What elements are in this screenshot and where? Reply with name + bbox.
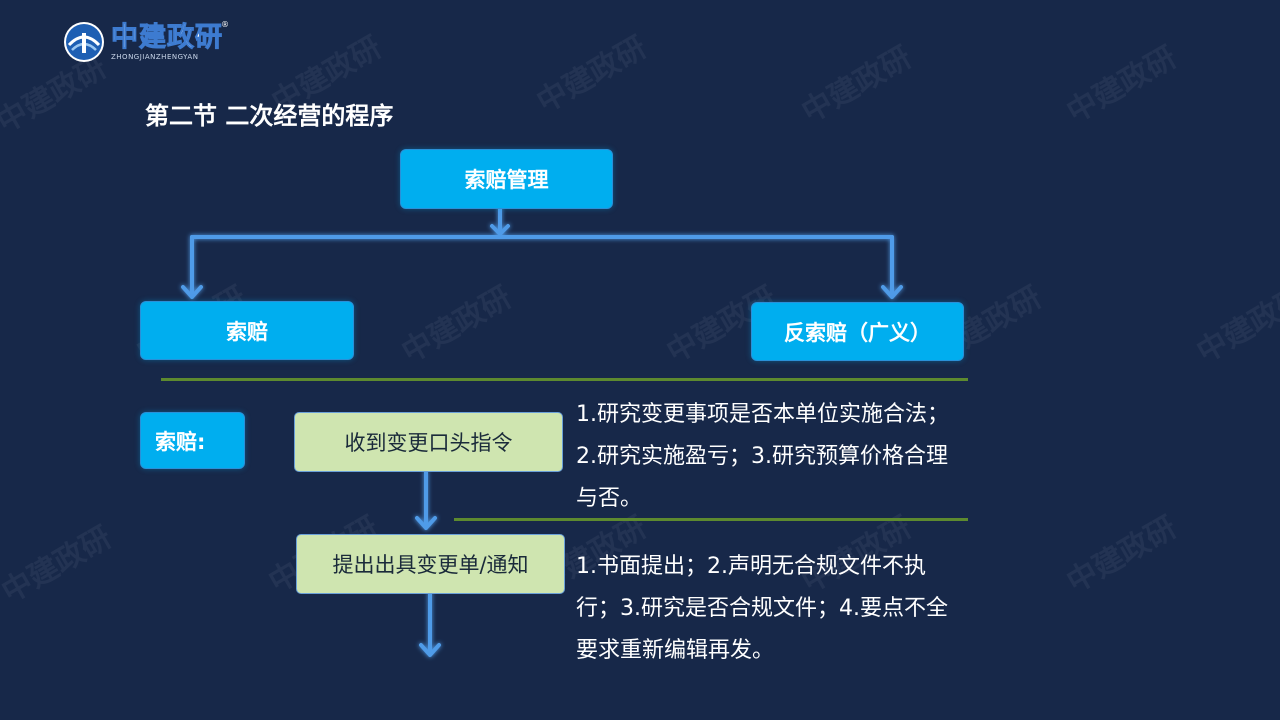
step-description-line: 2.研究实施盈亏；3.研究预算价格合理 — [576, 444, 948, 469]
step-description: 1.书面提出；2.声明无合规文件不执 行；3.研究是否合规文件；4.要点不全 要… — [576, 546, 986, 672]
registered-mark: ® — [221, 20, 229, 29]
logo-emblem-icon — [64, 22, 104, 62]
right-branch-arrow — [881, 235, 903, 299]
step-description-line: 行；3.研究是否合规文件；4.要点不全 — [576, 596, 948, 621]
root-node-claim-management: 索赔管理 — [400, 149, 613, 209]
root-down-arrow — [490, 206, 510, 236]
logo-name-cn: 中建政研 — [111, 21, 223, 53]
step-description-line: 1.书面提出；2.声明无合规文件不执 — [576, 554, 926, 579]
page-title: 第二节 二次经营的程序 — [145, 102, 394, 130]
step-description-line: 与否。 — [576, 486, 643, 511]
step-description-line: 1.研究变更事项是否本单位实施合法； — [576, 402, 949, 427]
divider-line — [454, 518, 968, 521]
step-down-arrow — [415, 470, 437, 530]
step-box: 提出出具变更单/通知 — [296, 534, 565, 594]
left-branch-arrow — [181, 235, 203, 299]
section-label-claim: 索赔: — [140, 412, 245, 469]
node-claim: 索赔 — [140, 301, 354, 360]
step-box: 收到变更口头指令 — [294, 412, 563, 472]
company-logo: 中建政研 ZHONGJIANZHENGYAN — [63, 20, 223, 64]
step-description-line: 要求重新编辑再发。 — [576, 638, 775, 663]
step-description: 1.研究变更事项是否本单位实施合法； 2.研究实施盈亏；3.研究预算价格合理 与… — [576, 394, 986, 520]
node-counter-claim: 反索赔（广义） — [751, 302, 964, 361]
logo-name-en: ZHONGJIANZHENGYAN — [111, 52, 199, 61]
divider-line — [161, 378, 968, 381]
step-down-arrow — [419, 591, 441, 657]
